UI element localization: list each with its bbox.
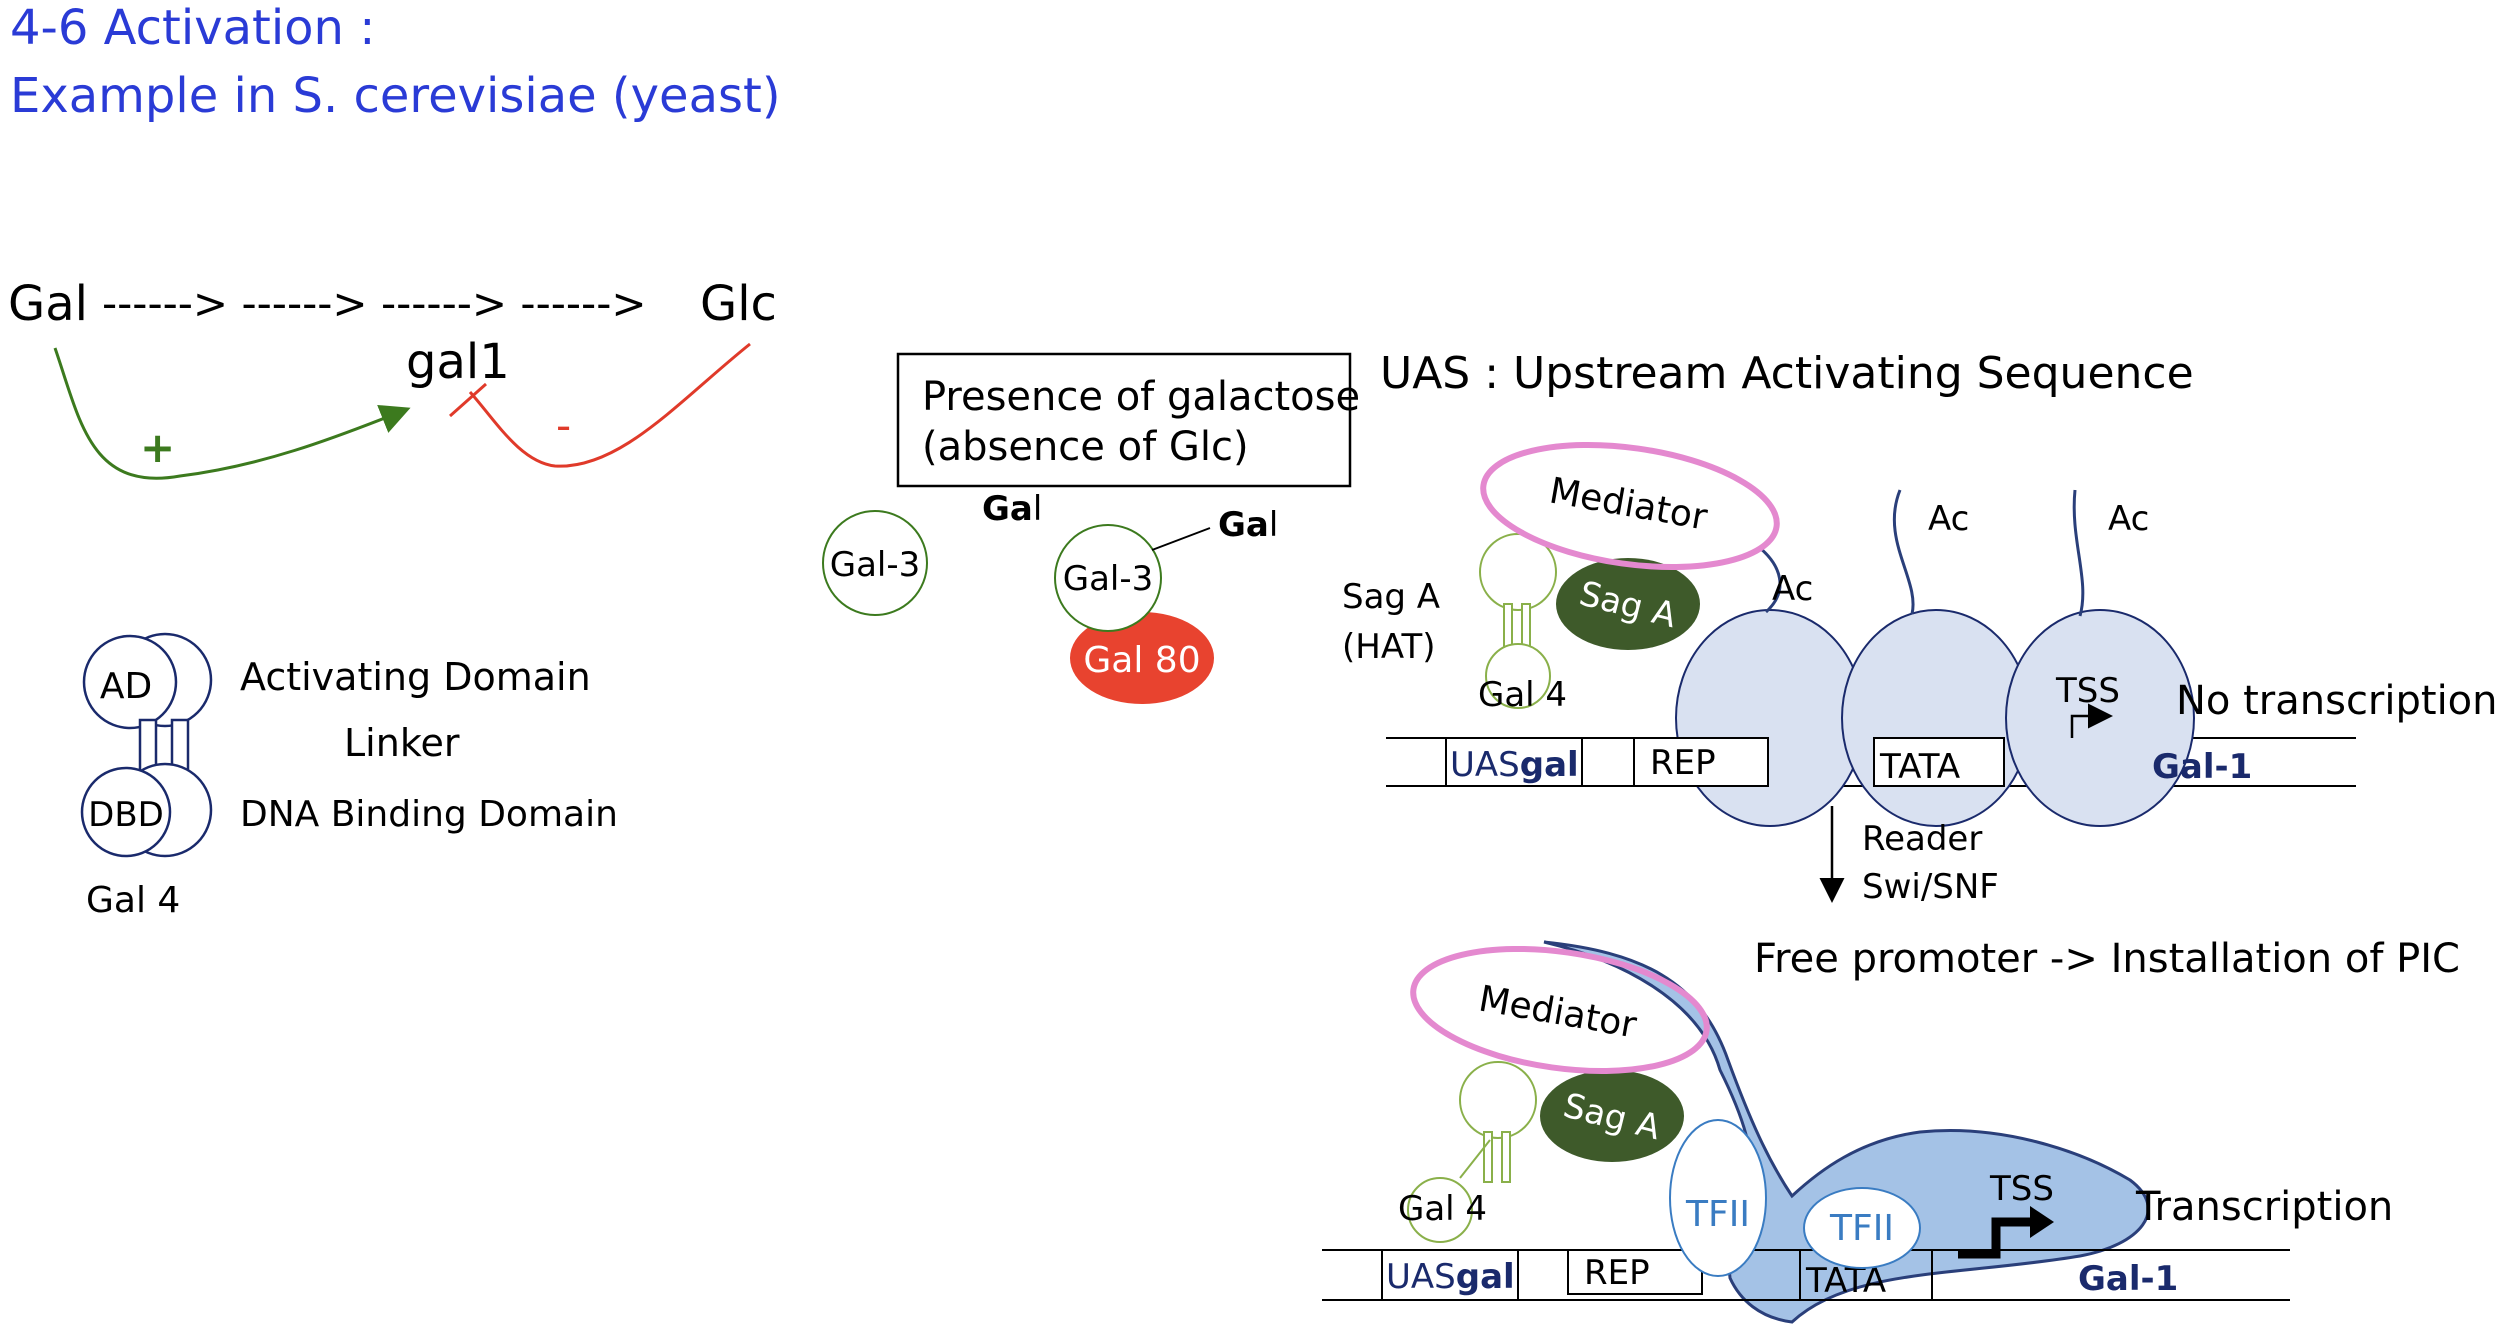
acetyl-tail-2 [1892, 489, 1915, 615]
saga-hat-label-line1: Sag A [1342, 577, 1440, 617]
tss-arrow-bottom [1958, 1217, 2032, 1259]
uasgal-box-top [1445, 737, 1583, 787]
pathway-glc-label: Glc [700, 276, 777, 332]
mediator-label-top: Mediator [1546, 471, 1710, 539]
acetyl-tail-3 [2072, 489, 2085, 617]
tata-box-top [1873, 737, 2005, 787]
tfii-label-2: TFII [1829, 1208, 1894, 1249]
slide-title-line1: 4-6 Activation : [10, 0, 376, 56]
galactose-section: Presence of galactose (absence of Glc) G… [822, 352, 1360, 704]
dna-binding-domain-label: DNA Binding Domain [240, 794, 618, 835]
saga-complex-bottom [1540, 1070, 1684, 1162]
inhibition-minus-sign: - [556, 401, 571, 450]
pathway-gal-label: Gal [8, 276, 88, 332]
gal3-free-label: Gal-3 [830, 545, 921, 585]
pathway: Gal ------> ------> ------> ------> Glc … [8, 276, 777, 480]
tss-arrow-head-bottom [2030, 1206, 2054, 1238]
ac-label-3: Ac [2108, 499, 2149, 539]
gal1-label-top: Gal-1 [2152, 747, 2252, 787]
tata-label-top: TATA [1879, 747, 1960, 787]
tss-label-bottom: TSS [1989, 1169, 2054, 1209]
tss-label-top: TSS [2055, 671, 2120, 711]
mediator-label-bottom: Mediator [1476, 978, 1640, 1046]
gal3-gal-binding-line [1151, 527, 1211, 551]
inhibition-line [468, 342, 751, 468]
gal3-free-circle [822, 510, 928, 616]
gal3-bound-label: Gal-3 [1063, 559, 1154, 599]
rep-label-bottom: REP [1584, 1253, 1650, 1293]
transcription-label: Transcription [2135, 1184, 2393, 1230]
saga-complex-top [1556, 558, 1700, 650]
gal4-domain-icon [80, 632, 213, 858]
gal80-protein [1070, 612, 1214, 704]
gal-free-label: Gal [982, 489, 1042, 529]
gal4-protein-top [1479, 533, 1557, 709]
tss-arrow-top [2070, 703, 2113, 738]
swisnf-label: Swi/SNF [1862, 867, 1999, 907]
uasgal-box-bottom [1381, 1249, 1519, 1301]
uasgal-label-top: UASgal [1450, 745, 1579, 785]
uas-definition: UAS : Upstream Activating Sequence [1380, 348, 2194, 399]
ac-label-2: Ac [1928, 499, 1969, 539]
rep-box-top [1633, 737, 1769, 787]
reader-label: Reader [1862, 819, 1982, 859]
mediator-complex-top [1480, 441, 1780, 571]
nucleosome-2 [1841, 609, 2031, 827]
galactose-condition-box [896, 352, 1352, 488]
top-promoter-panel: UASgal REP TATA Gal-1 TSS No transcripti… [1342, 441, 2496, 907]
acetyl-tail-1 [1759, 546, 1782, 614]
activation-arrow [53, 347, 411, 480]
ad-label: AD [100, 666, 152, 707]
tfii-factor-1 [1669, 1119, 1767, 1277]
galactose-box-line2: (absence of Glc) [922, 424, 1249, 470]
gal1-gene-label: gal1 [406, 334, 510, 390]
gal80-label: Gal 80 [1083, 640, 1200, 681]
nucleosome-3 [2005, 609, 2195, 827]
activating-domain-label: Activating Domain [240, 655, 591, 699]
dbd-label: DBD [88, 795, 164, 835]
bottom-promoter-panel: UASgal REP TATA Gal-1 TFII TFII TSS Tran… [1322, 940, 2393, 1324]
gal1-label-bottom: Gal-1 [2078, 1259, 2178, 1299]
inhibition-bar [449, 382, 487, 418]
activation-plus-sign: + [140, 423, 175, 472]
slide-title-line2: Example in S. cerevisiae (yeast) [10, 68, 781, 124]
no-transcription-label: No transcription [2176, 678, 2496, 724]
rep-box-bottom [1567, 1249, 1703, 1295]
rep-label-top: REP [1650, 743, 1716, 783]
mediator-complex-bottom [1410, 945, 1710, 1075]
gal4-label-bottom: Gal 4 [1398, 1189, 1487, 1229]
free-promoter-caption: Free promoter -> Installation of PIC [1754, 936, 2460, 982]
nucleosome-1 [1675, 609, 1865, 827]
gal4-legend: AD DBD Activating Domain Linker DNA Bind… [80, 632, 618, 921]
gal-bound-label: Gal [1218, 505, 1278, 545]
uasgal-label-bottom: UASgal [1386, 1257, 1515, 1297]
galactose-box-line1: Presence of galactose [922, 374, 1360, 420]
linker-label: Linker [344, 721, 460, 765]
gal4-protein-bottom [1407, 1061, 1537, 1243]
gal4-legend-name: Gal 4 [86, 880, 180, 921]
ac-label-1: Ac [1772, 569, 1813, 609]
pathway-arrows: ------> ------> ------> ------> [102, 279, 647, 328]
gal3-bound-circle [1054, 524, 1162, 632]
saga-hat-label-line2: (HAT) [1342, 627, 1435, 667]
tfii-label-1: TFII [1685, 1194, 1750, 1235]
tfii-factor-2 [1803, 1187, 1921, 1269]
gal4-label-top: Gal 4 [1478, 675, 1567, 715]
